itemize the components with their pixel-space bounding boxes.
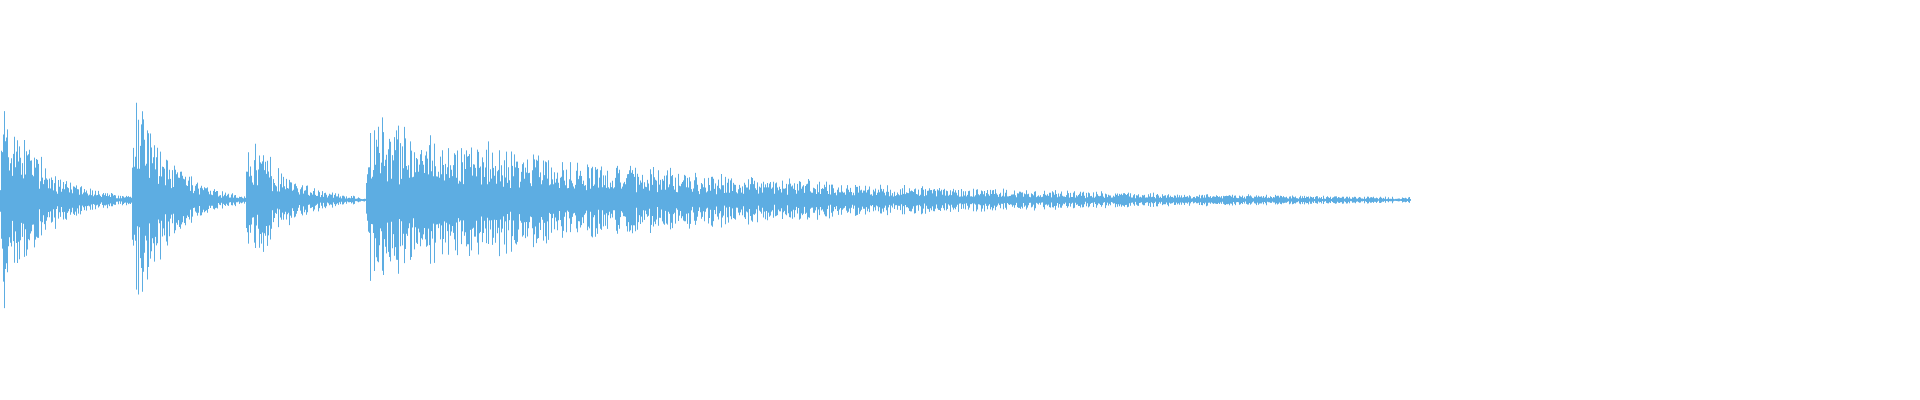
waveform-lines xyxy=(0,102,1411,309)
